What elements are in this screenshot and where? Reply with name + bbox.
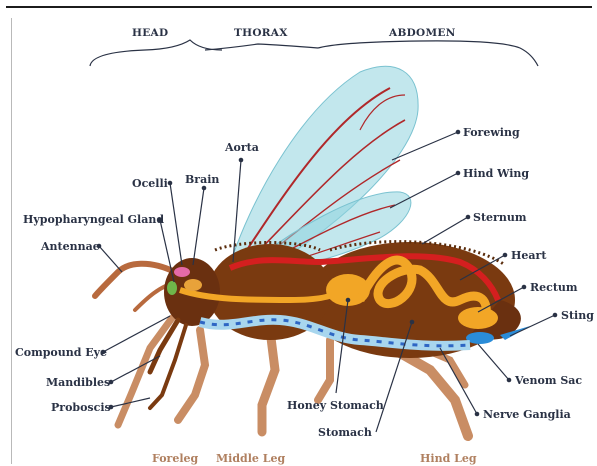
label-heart: Heart [511,249,547,262]
label-mandibles: Mandibles [46,376,110,389]
label-aorta: Aorta [224,141,259,154]
label-foreleg: Foreleg [152,452,199,465]
label-sting: Sting [561,309,594,322]
section-head: HEAD [132,27,168,39]
label-hind-leg: Hind Leg [420,452,477,465]
antennae [95,264,175,296]
label-middle-leg: Middle Leg [216,452,285,465]
label-sternum: Sternum [473,211,527,224]
label-ocelli: Ocelli [132,177,168,190]
section-abdomen: ABDOMEN [388,27,456,39]
label-brain: Brain [185,173,219,186]
label-rectum: Rectum [530,281,578,294]
section-thorax: THORAX [234,27,288,39]
label-honey-stomach: Honey Stomach [287,399,384,412]
label-hind-wing: Hind Wing [463,167,529,180]
label-stomach: Stomach [318,426,372,439]
section-braces [90,40,538,66]
label-compound-eye: Compound Eye [15,346,107,359]
label-nerve-ganglia: Nerve Ganglia [483,408,571,421]
head-brace [90,40,222,66]
thorax-brace [205,44,318,50]
label-forewing: Forewing [463,126,520,139]
label-proboscis: Proboscis [51,401,111,414]
abdomen-brace [318,41,538,66]
label-hypopharyngeal-gland: Hypopharyngeal Gland [23,213,164,226]
label-antennae: Antennae [40,240,100,253]
label-venom-sac: Venom Sac [514,374,582,387]
